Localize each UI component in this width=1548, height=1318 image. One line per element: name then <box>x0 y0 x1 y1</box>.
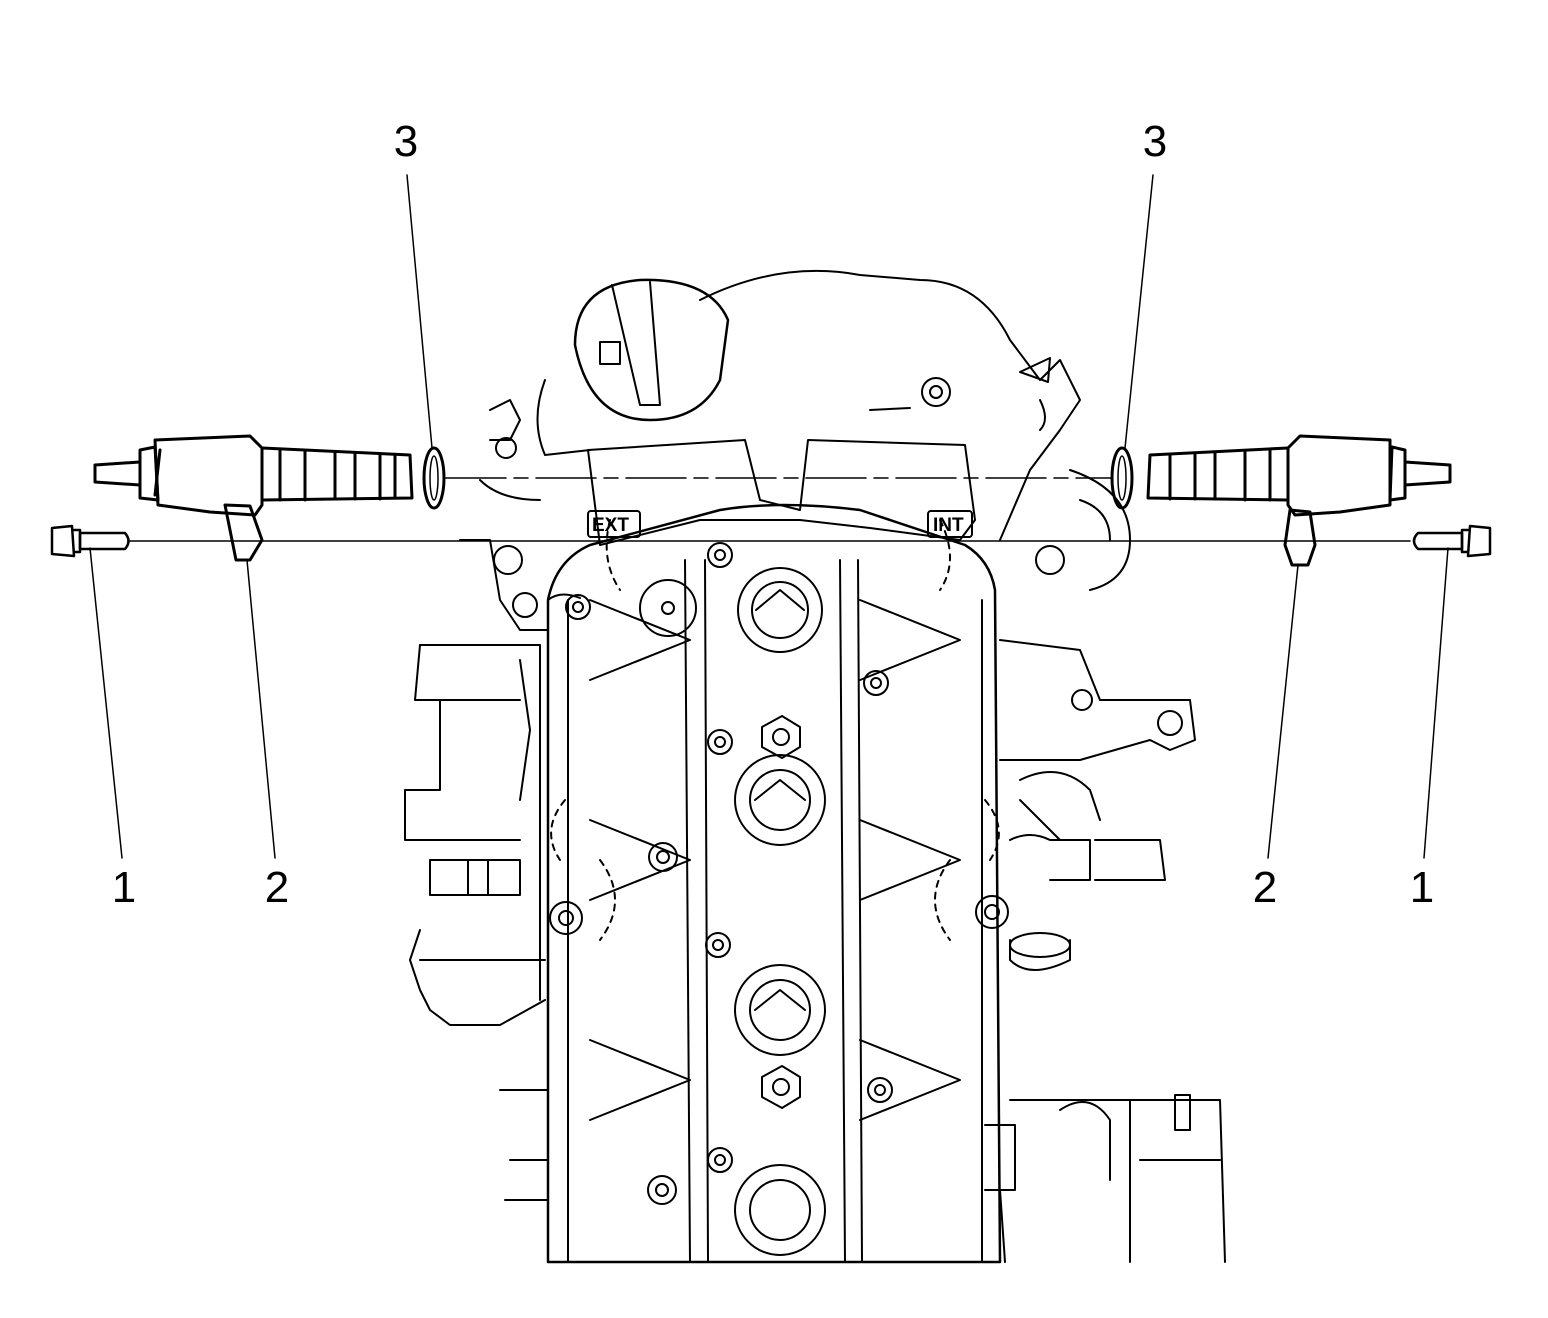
alignment-lines <box>127 477 1411 542</box>
callout-right-bolt: 1 <box>1409 863 1435 912</box>
left-side-accessories <box>404 399 549 1201</box>
right-side-accessories <box>699 269 1226 1263</box>
callout-left-bolt: 1 <box>111 863 137 912</box>
callout-left-seal: 3 <box>393 117 419 166</box>
left-seal-ring <box>422 446 446 510</box>
callout-right-seal: 3 <box>1142 117 1168 166</box>
right-bolt <box>1412 524 1492 558</box>
callout-left-solenoid: 2 <box>264 863 290 912</box>
callout-right-solenoid: 2 <box>1252 863 1278 912</box>
camshaft-cover <box>546 439 1009 1264</box>
left-bolt <box>50 524 130 558</box>
leader-lines <box>89 174 1449 859</box>
oil-filler-cap <box>536 278 730 456</box>
right-camshaft-solenoid <box>1146 434 1452 567</box>
right-seal-ring <box>1110 446 1134 510</box>
intake-label: INT <box>933 515 964 536</box>
left-camshaft-solenoid <box>93 434 414 562</box>
exhaust-label: EXT <box>592 515 629 536</box>
